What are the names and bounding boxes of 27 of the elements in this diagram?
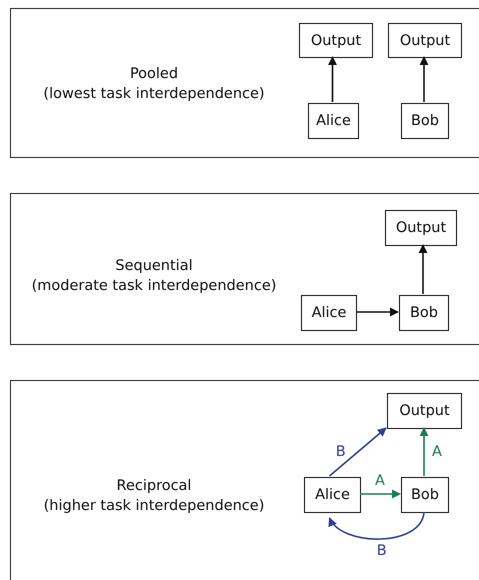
arrow [360,490,401,498]
category-panel [10,380,479,580]
process-box: Output [385,210,457,246]
category-panel [10,193,479,345]
arrow [420,427,428,476]
arrow [420,56,428,102]
process-box: Output [299,23,373,58]
process-box: Bob [401,103,449,139]
category-title: Reciprocal [116,477,192,496]
process-box: Bob [401,477,449,513]
category-description: (lowest task interdependence) [43,85,265,104]
category-description: (higher task interdependence) [44,497,264,516]
arrow [328,427,387,477]
arrow [328,512,425,540]
process-box: Bob [399,295,449,331]
arrow [328,56,337,102]
process-box: Output [387,393,462,429]
category-description: (moderate task interdependence) [32,277,276,296]
process-box: Alice [308,103,359,139]
arrow [418,244,428,294]
arrow [356,308,399,316]
process-box: Output [388,23,462,58]
category-title: Sequential [115,257,193,276]
process-box: Alice [301,295,357,331]
category-title: Pooled [130,65,178,84]
process-box: Alice [304,477,361,513]
category-panel [10,8,479,158]
